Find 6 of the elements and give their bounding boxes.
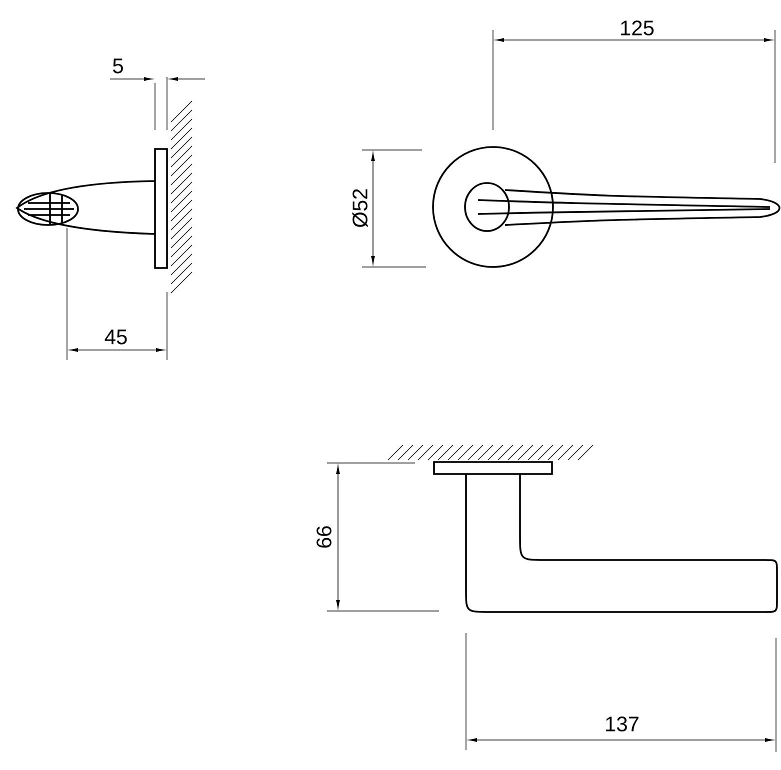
dimension-value: 137 <box>606 716 638 732</box>
dimension-value: 66 <box>316 526 332 548</box>
dimension-value: 45 <box>104 330 127 344</box>
dimension-value: 5 <box>113 58 123 74</box>
dimension-value: 125 <box>621 20 654 36</box>
dimension-value: Ø52 <box>352 189 368 228</box>
